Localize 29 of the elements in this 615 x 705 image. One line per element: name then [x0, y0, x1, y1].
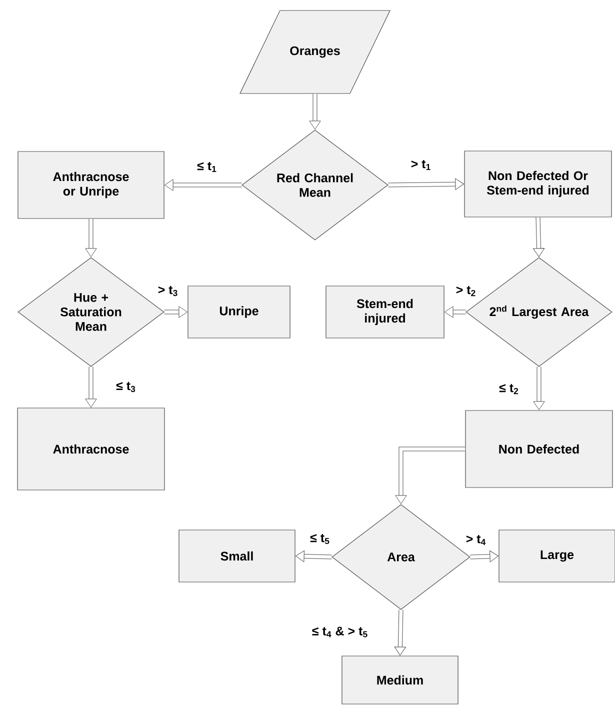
process-box: Anthracnose or Unripe: [18, 151, 164, 219]
process-box: Unripe: [188, 286, 290, 338]
edge-label: > t$_{1}$: [410, 158, 432, 172]
process-box: Small: [178, 530, 296, 582]
arrow: [533, 366, 545, 410]
arrow: [296, 550, 332, 562]
process-box: Anthracnose: [17, 408, 165, 490]
process-box: Large: [498, 530, 615, 582]
arrow: [85, 366, 97, 408]
arrow: [388, 178, 464, 190]
process-box: Non Defected: [465, 410, 613, 488]
edge-label: ≤ t$_{3}$: [115, 380, 137, 394]
arrow: [444, 306, 466, 318]
arrow: [394, 610, 406, 656]
input-parallelogram: Oranges: [240, 10, 390, 94]
arrow: [532, 217, 545, 257]
process-box: Medium: [342, 656, 458, 704]
arrow: [309, 94, 321, 130]
process-box: Non Defected Or Stem-end injured: [464, 150, 612, 218]
edge-label: ≤ t$_{4}$ & > t$_{5}$: [310, 626, 370, 638]
arrow: [164, 179, 242, 191]
arrow: [470, 550, 498, 562]
edge-label: ≤ t$_{2}$: [498, 382, 520, 396]
edge-label: ≤ t$_{1}$: [196, 160, 218, 174]
process-box: Stem-end injured: [326, 286, 444, 338]
edge-label: ≤ t$_{5}$: [309, 532, 331, 546]
arrow: [85, 218, 97, 257]
arrow: [164, 306, 188, 318]
arrow: [395, 446, 466, 504]
